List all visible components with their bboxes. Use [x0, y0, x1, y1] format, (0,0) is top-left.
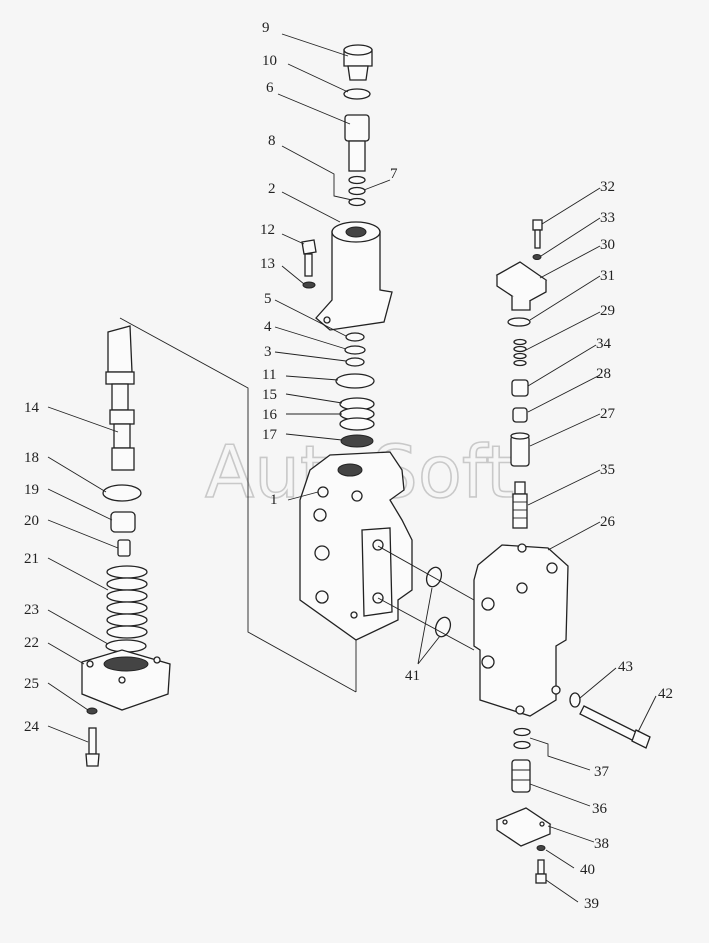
label-31: 31 — [600, 268, 615, 284]
label-10: 10 — [262, 53, 277, 69]
label-28: 28 — [596, 366, 611, 382]
label-25: 25 — [24, 676, 39, 692]
label-1: 1 — [270, 492, 278, 508]
part-35-spool — [512, 481, 528, 529]
label-21: 21 — [24, 551, 39, 567]
leader-lines — [47, 33, 657, 903]
part-14-spool — [105, 325, 135, 471]
part-39-screw — [535, 859, 547, 884]
label-33: 33 — [600, 210, 615, 226]
label-13: 13 — [260, 256, 275, 272]
label-6: 6 — [266, 80, 274, 96]
label-26: 26 — [600, 514, 616, 530]
part-40-washer — [536, 845, 546, 851]
part-24-bolt — [85, 727, 100, 767]
part-8-ring — [348, 175, 366, 185]
label-12: 12 — [260, 222, 275, 238]
part-6-plug — [344, 114, 370, 172]
label-22: 22 — [24, 635, 39, 651]
label-5: 5 — [264, 291, 272, 307]
label-29: 29 — [600, 303, 615, 319]
part-30-cap — [495, 261, 548, 311]
part-13-washer — [302, 281, 316, 289]
part-4-ring — [344, 345, 366, 355]
part-17-washer — [340, 434, 374, 448]
label-37: 37 — [594, 764, 610, 780]
part-3-ring — [345, 357, 365, 367]
part-11-oring — [335, 373, 375, 389]
part-27-sleeve — [510, 432, 530, 467]
part-21-spring — [106, 565, 148, 639]
label-7: 7 — [390, 166, 398, 182]
part-37-ring-a — [513, 727, 531, 737]
part-7-ring — [348, 186, 366, 196]
label-18: 18 — [24, 450, 39, 466]
label-27: 27 — [600, 406, 616, 422]
part-32-screw — [532, 219, 543, 249]
label-11: 11 — [262, 367, 276, 383]
part-36-plug — [511, 759, 531, 793]
label-3: 3 — [264, 344, 272, 360]
label-36: 36 — [592, 801, 608, 817]
label-35: 35 — [600, 462, 615, 478]
label-14: 14 — [24, 400, 40, 416]
label-43: 43 — [618, 659, 633, 675]
part-19-collar — [110, 511, 136, 533]
part-33-washer — [532, 254, 542, 260]
part-9-cap — [343, 44, 373, 81]
label-8: 8 — [268, 133, 276, 149]
label-4: 4 — [264, 319, 272, 335]
label-20: 20 — [24, 513, 39, 529]
part-23-oring — [105, 639, 147, 653]
part-15-16-spring — [339, 397, 375, 431]
label-17: 17 — [262, 427, 278, 443]
part-20-pin — [117, 539, 131, 557]
label-19: 19 — [24, 482, 39, 498]
part-38-cover — [495, 807, 552, 847]
part-37-ring-b — [513, 740, 531, 750]
label-42: 42 — [658, 686, 673, 702]
label-24: 24 — [24, 719, 40, 735]
label-23: 23 — [24, 602, 39, 618]
part-10-oring — [343, 88, 371, 100]
part-5-ring — [345, 332, 365, 342]
part-29-spring — [513, 338, 527, 367]
part-2-housing — [315, 221, 393, 331]
label-38: 38 — [594, 836, 609, 852]
part-12-bolt — [301, 239, 317, 277]
part-25-washer — [86, 707, 98, 715]
label-32: 32 — [600, 179, 615, 195]
part-31-oring — [507, 317, 531, 327]
label-9: 9 — [262, 20, 270, 36]
part-43-washer — [569, 692, 581, 708]
part-42-bolt — [579, 705, 651, 749]
part-26-valve-block — [473, 543, 569, 717]
label-15: 15 — [262, 387, 277, 403]
label-39: 39 — [584, 896, 599, 912]
label-30: 30 — [600, 237, 615, 253]
part-22-cover — [81, 649, 171, 711]
label-16: 16 — [262, 407, 278, 423]
part-41-oring-b — [434, 616, 452, 638]
label-40: 40 — [580, 862, 595, 878]
part-labels: 9 10 6 8 7 2 12 13 5 4 3 11 15 16 17 1 1… — [24, 20, 673, 912]
label-2: 2 — [268, 181, 276, 197]
part-18-washer — [102, 484, 142, 502]
label-41: 41 — [405, 668, 420, 684]
label-34: 34 — [596, 336, 612, 352]
part-1-valve-body — [299, 451, 413, 641]
part-34-piston — [511, 379, 529, 397]
part-28-seat — [512, 407, 528, 423]
